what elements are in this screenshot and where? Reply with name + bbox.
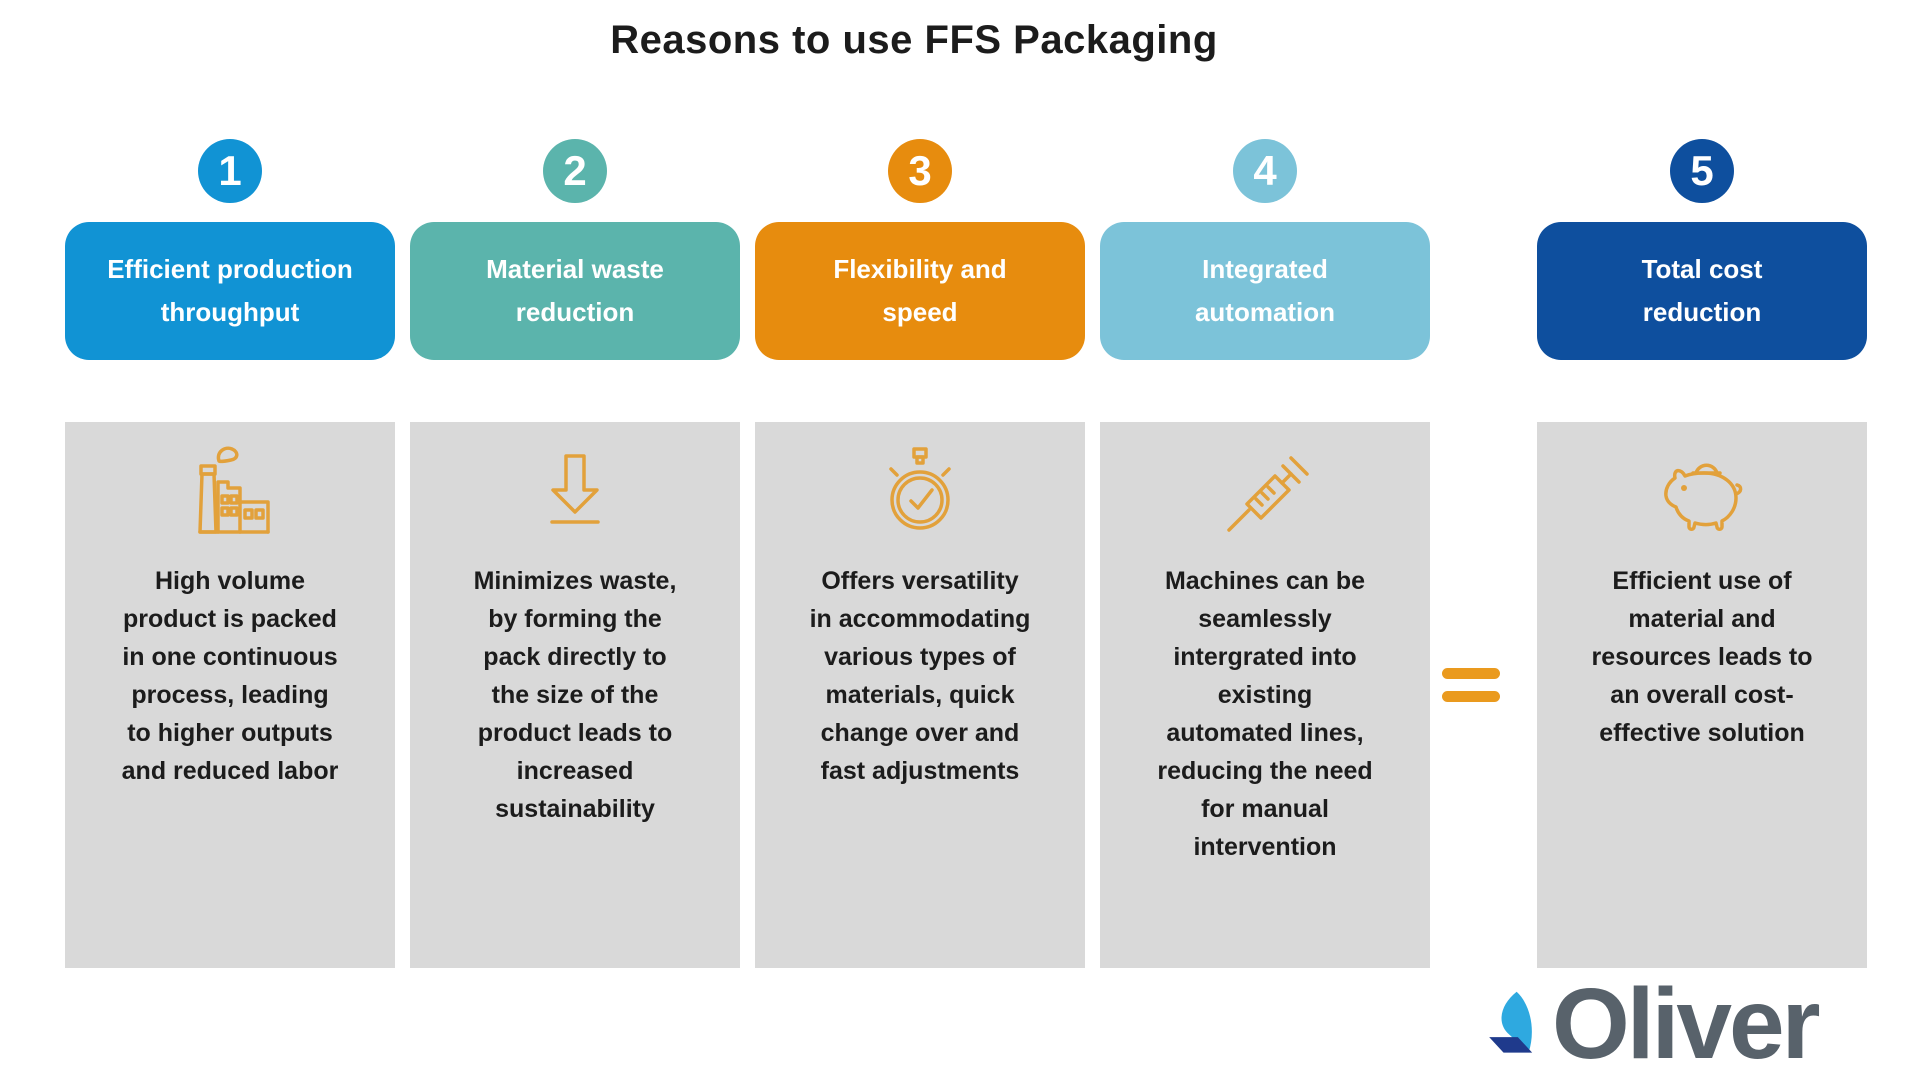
equals-bar-bottom [1442,691,1500,702]
description-text: Machines can be seamlessly intergrated i… [1157,567,1373,861]
description-card: Minimizes waste, by forming the pack dir… [410,422,740,968]
step-number-badge: 1 [198,139,262,203]
column-header: Material waste reduction [410,222,740,360]
column-flexibility-speed: 3 Flexibility and speed Offers versatili… [755,139,1085,968]
equals-bar-top [1442,668,1500,679]
down-arrow-icon [550,454,600,524]
step-number-badge: 3 [888,139,952,203]
oliver-logo: Oliver [1488,968,1820,1080]
factory-icon [198,446,270,534]
column-material-waste: 2 Material waste reduction Minimizes was… [410,139,740,968]
column-header: Efficient production throughput [65,222,395,360]
piggy-bank-icon [1664,463,1743,531]
description-card: Efficient use of material and resources … [1537,422,1867,968]
oliver-logo-mark [1489,991,1533,1053]
column-total-cost: 5 Total cost reduction Efficient use of … [1537,139,1867,968]
column-efficient-production: 1 Efficient production throughput [65,139,395,968]
column-integrated-automation: 4 Integrated automation Machines can be … [1100,139,1430,968]
description-card: Offers versatility in accommodating vari… [755,422,1085,968]
column-header: Total cost reduction [1537,222,1867,360]
page-title: Reasons to use FFS Packaging [610,18,1218,62]
reason-columns: 1 Efficient production throughput [65,139,1867,968]
step-number-badge: 5 [1670,139,1734,203]
description-card: High volume product is packed in one con… [65,422,395,968]
description-text: Efficient use of material and resources … [1591,567,1813,747]
description-text: Offers versatility in accommodating vari… [809,567,1031,785]
column-header: Flexibility and speed [755,222,1085,360]
description-text: High volume product is packed in one con… [121,567,339,785]
oliver-logo-text: Oliver [1552,968,1820,1080]
step-number-badge: 2 [543,139,607,203]
syringe-icon [1227,456,1309,532]
step-number-badge: 4 [1233,139,1297,203]
equals-icon [1442,668,1500,702]
description-text: Minimizes waste, by forming the pack dir… [473,567,677,823]
description-card: Machines can be seamlessly intergrated i… [1100,422,1430,968]
column-header: Integrated automation [1100,222,1430,360]
stopwatch-icon [889,447,951,530]
infographic-slide: Reasons to use FFS Packaging 1 Efficient… [0,18,1920,1080]
